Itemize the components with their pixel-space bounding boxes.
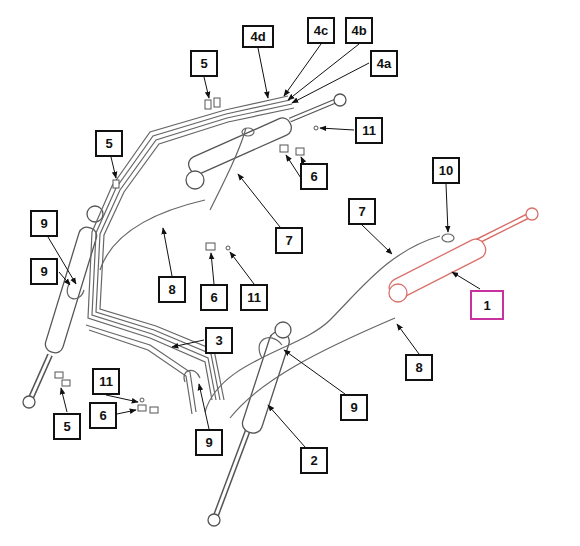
hose-bundle bbox=[67, 96, 454, 418]
callout-number: 9 bbox=[205, 435, 212, 450]
callout-box: 11 bbox=[240, 284, 268, 311]
callout-box: 9 bbox=[30, 258, 58, 285]
callout-number: 4d bbox=[250, 29, 265, 44]
callout-box: 1 bbox=[470, 290, 504, 320]
callout-box: 5 bbox=[53, 413, 81, 440]
callout-box: 2 bbox=[300, 447, 328, 474]
callout-box: 9 bbox=[340, 394, 368, 421]
callout-number: 11 bbox=[99, 374, 113, 389]
callout-number: 3 bbox=[215, 333, 222, 348]
callout-number: 7 bbox=[358, 204, 365, 219]
callout-number: 6 bbox=[310, 169, 317, 184]
callout-box: 8 bbox=[405, 354, 433, 381]
callout-number: 2 bbox=[310, 453, 317, 468]
callout-box: 8 bbox=[158, 276, 186, 303]
top-cylinder bbox=[186, 94, 346, 189]
callout-number: 1 bbox=[483, 298, 490, 313]
callout-number: 4a bbox=[377, 56, 391, 71]
callout-box: 4c bbox=[307, 17, 335, 44]
callout-box: 6 bbox=[89, 402, 117, 429]
leader-lines bbox=[48, 44, 480, 447]
callout-box: 4a bbox=[370, 50, 398, 77]
callout-box: 6 bbox=[300, 163, 328, 190]
callout-box: 9 bbox=[30, 210, 58, 237]
callout-box: 9 bbox=[195, 429, 223, 456]
callout-box: 10 bbox=[432, 157, 460, 184]
callout-number: 9 bbox=[40, 264, 47, 279]
callout-number: 8 bbox=[415, 360, 422, 375]
callout-box: 4d bbox=[242, 25, 274, 48]
clip-parts bbox=[55, 98, 318, 413]
callout-number: 9 bbox=[350, 400, 357, 415]
left-cylinder bbox=[23, 206, 103, 408]
callout-number: 4b bbox=[351, 23, 366, 38]
callout-box: 11 bbox=[355, 117, 383, 144]
callout-box: 7 bbox=[348, 198, 376, 225]
callout-number: 11 bbox=[247, 290, 261, 305]
callout-number: 6 bbox=[210, 290, 217, 305]
right-cylinder bbox=[386, 208, 538, 302]
callout-number: 8 bbox=[168, 282, 175, 297]
callout-box: 6 bbox=[200, 284, 228, 311]
callout-number: 9 bbox=[40, 216, 47, 231]
callout-box: 5 bbox=[190, 50, 218, 77]
callout-box: 3 bbox=[205, 327, 233, 354]
callout-box: 11 bbox=[92, 368, 120, 395]
callout-number: 11 bbox=[362, 123, 376, 138]
callout-number: 7 bbox=[285, 233, 292, 248]
callout-box: 5 bbox=[95, 130, 123, 157]
callout-number: 5 bbox=[63, 419, 70, 434]
callout-box: 7 bbox=[275, 227, 303, 254]
callout-number: 10 bbox=[439, 163, 453, 178]
callout-number: 5 bbox=[105, 136, 112, 151]
callout-number: 6 bbox=[99, 408, 106, 423]
callout-box: 4b bbox=[345, 17, 373, 44]
callout-number: 4c bbox=[314, 23, 328, 38]
callout-number: 5 bbox=[200, 56, 207, 71]
